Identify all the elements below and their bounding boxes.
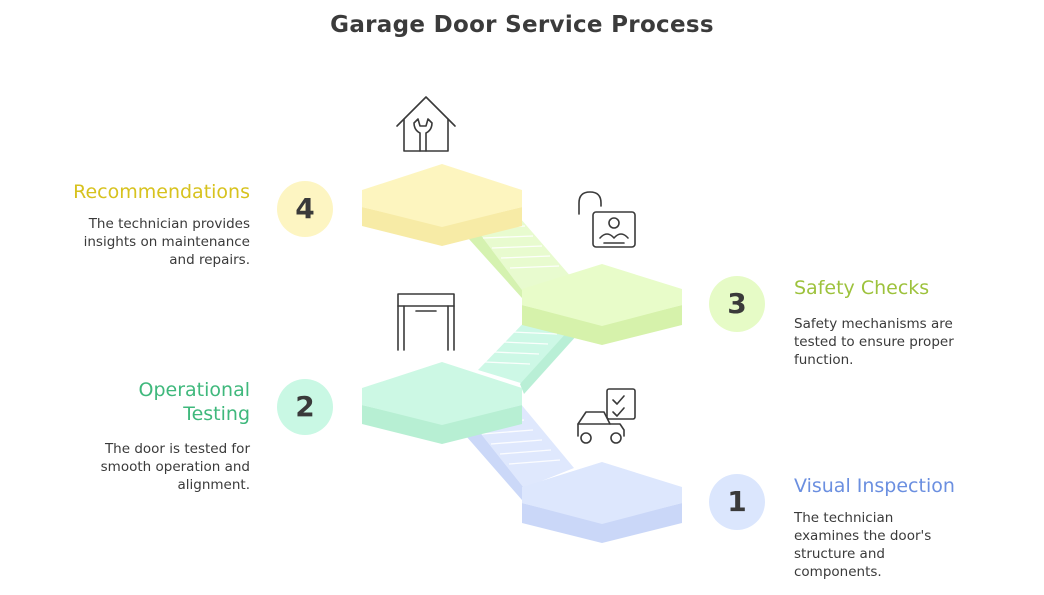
- unlocked-safety-icon: [578, 191, 636, 248]
- car-checklist-icon: [577, 388, 636, 444]
- platform-2: [362, 362, 522, 444]
- door-frame-icon: [397, 293, 455, 351]
- step-2-heading: Operational Testing: [138, 379, 250, 425]
- step-3-heading: Safety Checks: [794, 277, 930, 299]
- platform-4: [362, 164, 522, 246]
- page-title: Garage Door Service Process: [330, 12, 714, 38]
- step-2-description: The door is tested for smooth operation …: [100, 441, 250, 493]
- step-1-description: The technician examines the door's struc…: [794, 510, 932, 580]
- step-1-number: 1: [709, 474, 765, 530]
- step-4-description: The technician provides insights on main…: [83, 216, 250, 268]
- step-3-description: Safety mechanisms are tested to ensure p…: [794, 316, 954, 368]
- platform-1: [522, 462, 682, 543]
- step-3-number: 3: [709, 276, 765, 332]
- platform-3: [522, 264, 682, 345]
- step-1-heading: Visual Inspection: [794, 475, 955, 497]
- house-wrench-icon: [396, 96, 456, 152]
- step-4-number: 4: [277, 181, 333, 237]
- step-2-number: 2: [277, 379, 333, 435]
- step-4-heading: Recommendations: [73, 181, 250, 203]
